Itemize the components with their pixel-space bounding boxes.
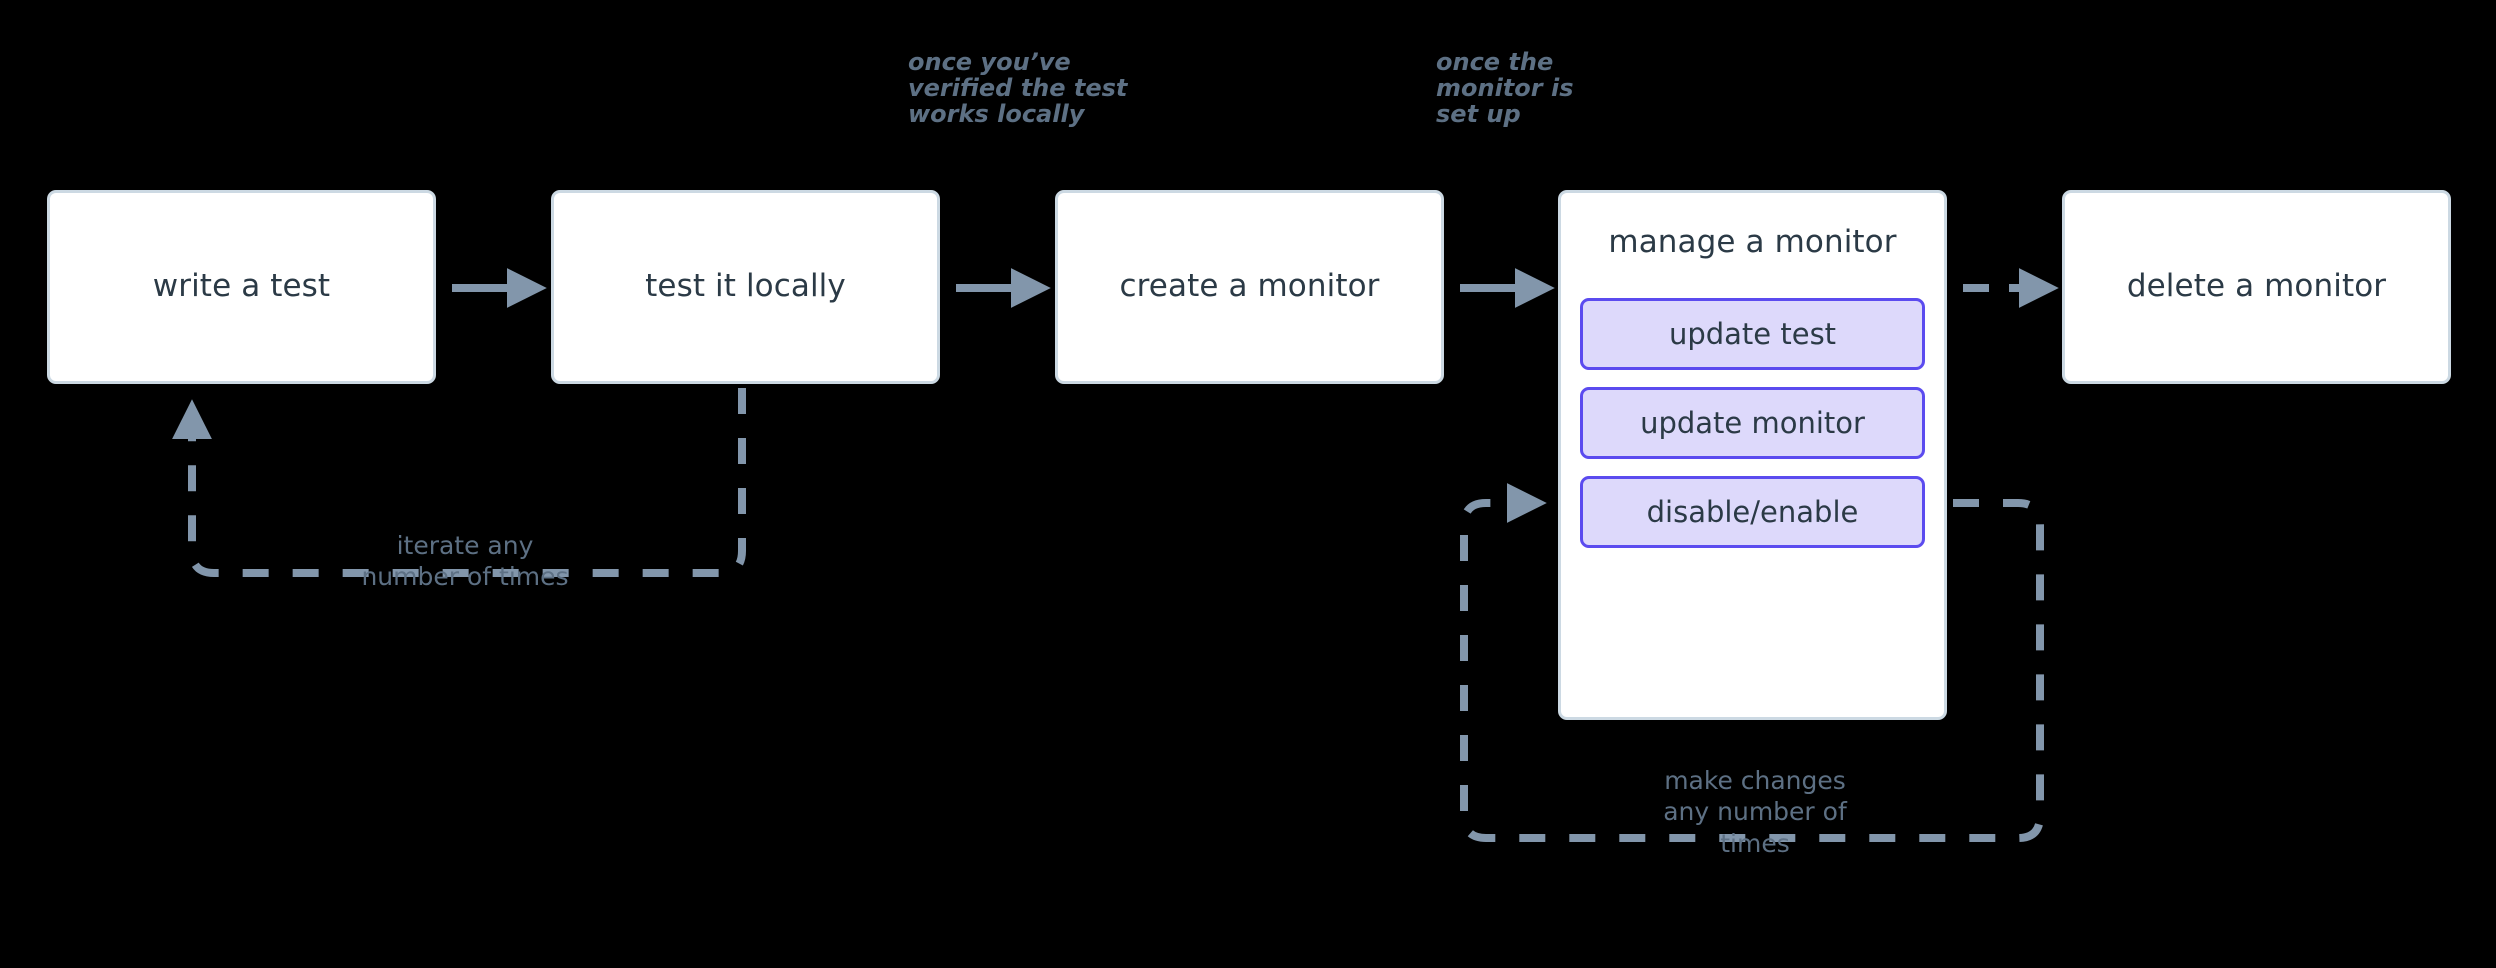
node-delete-a-monitor-label: delete a monitor bbox=[2126, 268, 2387, 305]
annotation-once-set-up: once the monitor is set up bbox=[1436, 48, 1574, 128]
sub-node-update-monitor[interactable]: update monitor bbox=[1580, 387, 1925, 459]
sub-node-update-test[interactable]: update test bbox=[1580, 298, 1925, 370]
loop-label-iterate: iterate any number of times bbox=[361, 531, 569, 592]
manage-sub-node-list: update test update monitor disable/enabl… bbox=[1580, 298, 1925, 548]
sub-node-disable-enable[interactable]: disable/enable bbox=[1580, 476, 1925, 548]
sub-node-disable-enable-label: disable/enable bbox=[1646, 495, 1859, 529]
node-manage-a-monitor[interactable]: manage a monitor update test update moni… bbox=[1558, 190, 1947, 720]
node-test-it-locally[interactable]: test it locally bbox=[551, 190, 940, 384]
node-manage-a-monitor-title: manage a monitor bbox=[1561, 193, 1944, 293]
node-delete-a-monitor[interactable]: delete a monitor bbox=[2062, 190, 2451, 384]
node-test-it-locally-label: test it locally bbox=[645, 268, 846, 305]
sub-node-update-test-label: update test bbox=[1668, 317, 1837, 351]
sub-node-update-monitor-label: update monitor bbox=[1640, 406, 1865, 440]
node-create-a-monitor[interactable]: create a monitor bbox=[1055, 190, 1444, 384]
node-create-a-monitor-label: create a monitor bbox=[1119, 268, 1380, 305]
node-write-a-test-label: write a test bbox=[152, 268, 331, 305]
loop-label-make-changes: make changes any number of times bbox=[1663, 766, 1847, 858]
node-write-a-test[interactable]: write a test bbox=[47, 190, 436, 384]
annotation-once-verified: once you’ve verified the test works loca… bbox=[908, 48, 1128, 128]
node-manage-a-monitor-label: manage a monitor bbox=[1608, 224, 1897, 261]
